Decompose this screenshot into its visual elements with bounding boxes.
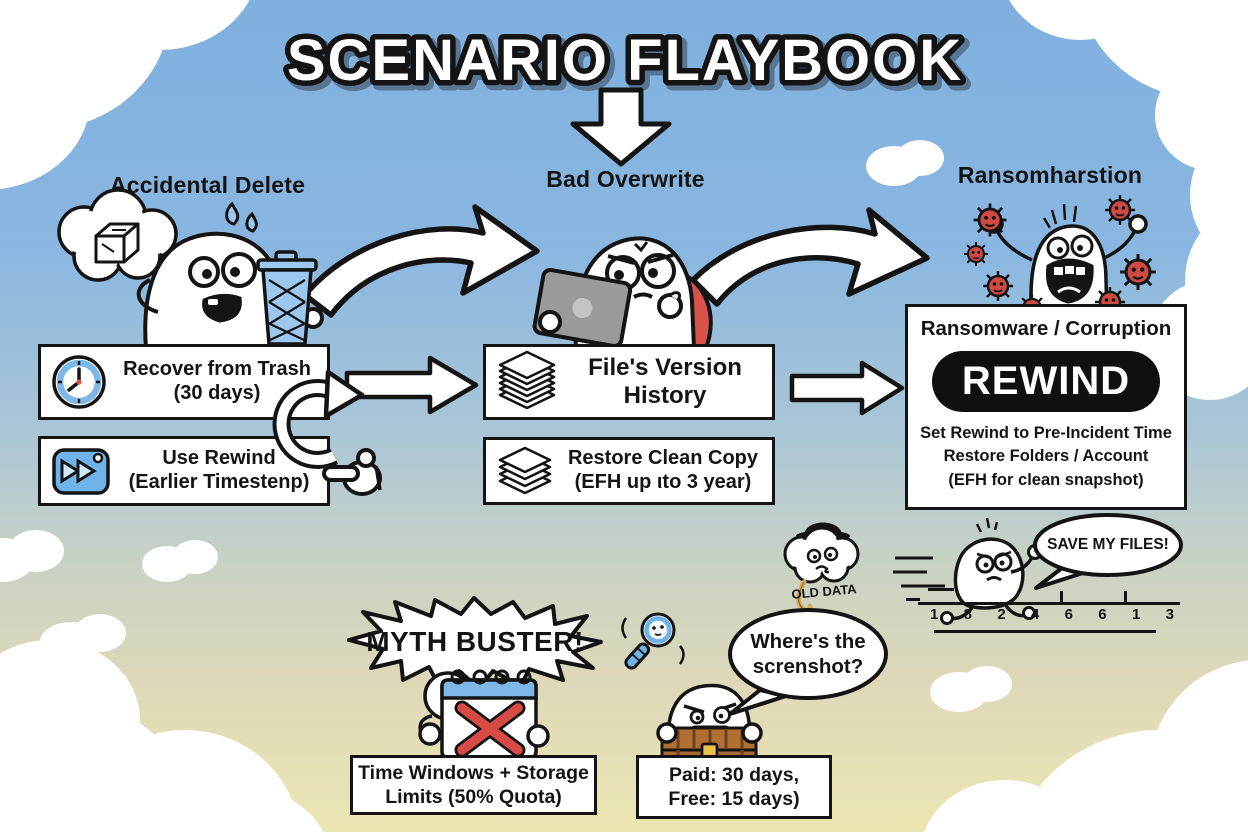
curved-arrow-2-icon xyxy=(690,207,930,307)
step-use-rewind: Use Rewind (Earlier Timestenp) xyxy=(38,436,330,506)
retention-line: Paid: 30 days, xyxy=(668,763,800,786)
file-stack-icon xyxy=(498,446,552,495)
timeline-number: 8 xyxy=(963,606,972,623)
page-title: SCENARIO FLAYBOOK xyxy=(287,28,963,93)
timeline-underline xyxy=(934,630,1156,633)
pointing-hand-icon xyxy=(322,448,382,496)
step-sublabel: (30 days) xyxy=(173,382,261,404)
panel-line: (EFH for clean snapshot) xyxy=(948,470,1144,489)
clock-icon xyxy=(52,355,106,409)
rewind-badge: REWIND xyxy=(931,351,1161,412)
timeline-number: 6 xyxy=(1064,606,1073,623)
fast-forward-icon xyxy=(52,448,110,495)
myth-fact-line: Time Windows + Storage xyxy=(358,761,589,784)
myth-fact-box: Time Windows + Storage Limits (50% Quota… xyxy=(350,755,597,815)
step-label: Restore Clean Copy xyxy=(567,447,759,470)
old-data-cloud-character xyxy=(783,522,860,613)
save-bubble-shape xyxy=(1033,513,1183,590)
character-ransomware xyxy=(962,193,1158,323)
timeline-axis xyxy=(918,602,1180,605)
step-label: Use Rewind xyxy=(162,447,276,470)
myth-burst-shape xyxy=(347,596,603,690)
title-banner: SCENARIO FLAYBOOK SCENARIO FLAYBOOK xyxy=(281,23,971,104)
character-accidental-delete xyxy=(136,231,324,350)
where-bubble-line: Where's the xyxy=(750,630,866,653)
timeline-number: 1 xyxy=(930,606,939,623)
save-bubble-text: SAVE MY FILES! xyxy=(1047,536,1169,553)
calendar-x-character xyxy=(418,669,550,760)
panel-ransomware-corruption: Ransomware / Corruption REWIND Set Rewin… xyxy=(905,304,1187,510)
thought-bubble-box-icon xyxy=(57,188,179,308)
timeline-number: 2 xyxy=(997,606,1006,623)
heading-ransomware: Ransomharstion xyxy=(957,162,1143,188)
loop-arrow-icon xyxy=(272,369,365,469)
retention-line: Free: 15 days) xyxy=(668,788,800,810)
where-bubble-shape xyxy=(728,608,888,716)
step-label: File's Version xyxy=(588,353,742,381)
timeline-tick xyxy=(1060,591,1063,603)
file-stack-icon xyxy=(498,350,556,410)
step-sublabel: History xyxy=(623,382,707,409)
step-label: Recover from Trash xyxy=(123,358,311,381)
sweat-drops-icon xyxy=(225,201,258,233)
timeline-number: 3 xyxy=(1165,606,1174,623)
where-bubble-line: screnshot? xyxy=(752,654,864,678)
where-bubble-text: Where's the screnshot? xyxy=(733,630,883,679)
magnifier-icon xyxy=(621,612,685,670)
down-arrow-icon xyxy=(570,87,672,167)
trash-can-icon xyxy=(256,250,318,346)
timeline-dash xyxy=(906,598,920,601)
panel-title: Ransomware / Corruption xyxy=(920,317,1172,340)
heading-accidental-delete: Accidental Delete xyxy=(109,172,306,198)
svg-text:SCENARIO FLAYBOOK: SCENARIO FLAYBOOK xyxy=(291,32,967,97)
timeline-tick xyxy=(1124,591,1127,603)
timeline-numbers: 1 8 2 4 6 6 1 3 xyxy=(930,606,1174,623)
arrow-mid-to-right-icon xyxy=(789,360,905,416)
character-bad-overwrite xyxy=(532,236,713,350)
timeline-dash xyxy=(928,588,954,591)
timeline-number: 1 xyxy=(1131,606,1141,623)
retention-box: Paid: 30 days, Free: 15 days) xyxy=(636,755,832,819)
myth-burst-text: MYTH BUSTER! xyxy=(366,626,584,657)
myth-fact-line: Limits (50% Quota) xyxy=(385,786,562,808)
timeline-number: 4 xyxy=(1030,606,1040,623)
panel-line: Set Rewind to Pre-Incident Time xyxy=(920,424,1172,442)
curved-arrow-1-icon xyxy=(302,204,540,318)
panel-line: Restore Folders / Account xyxy=(943,447,1149,466)
step-restore-clean-copy: Restore Clean Copy (EFH up ιto 3 year) xyxy=(483,437,775,505)
step-sublabel: (EFH up ιto 3 year) xyxy=(574,471,752,493)
step-version-history: File's Version History xyxy=(483,344,775,420)
timeline-number: 6 xyxy=(1098,606,1107,623)
step-sublabel: (Earlier Timestenp) xyxy=(128,471,310,493)
heading-bad-overwrite: Bad Overwrite xyxy=(546,166,705,192)
